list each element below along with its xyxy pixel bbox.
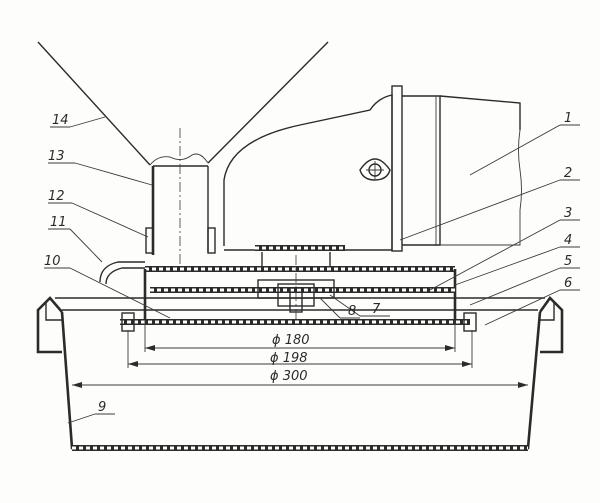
- dimension-labels: ϕ 180 ϕ 198 ϕ 300: [270, 333, 310, 384]
- callout-2: 2: [564, 166, 572, 181]
- callout-labels: 1 2 3 4 5 6 7 8 9 10 11 12 13 14: [44, 111, 572, 415]
- motor-housing: [223, 85, 522, 268]
- callout-11: 11: [50, 215, 67, 230]
- callout-7: 7: [372, 302, 381, 317]
- hopper: [37, 41, 329, 166]
- callout-3: 3: [564, 206, 572, 221]
- callout-8: 8: [348, 304, 356, 319]
- callout-4: 4: [564, 233, 572, 248]
- callout-10: 10: [44, 254, 61, 269]
- callout-14: 14: [52, 113, 69, 128]
- inner-chamber: [99, 255, 457, 325]
- dimension-300: ϕ 300: [270, 369, 308, 384]
- dimension-198: ϕ 198: [270, 351, 308, 366]
- callout-13: 13: [48, 149, 65, 164]
- callout-9: 9: [98, 400, 106, 415]
- callout-5: 5: [564, 254, 572, 269]
- outer-tank: [36, 295, 564, 451]
- dimension-lines: [72, 320, 528, 388]
- feed-tube: [145, 128, 216, 265]
- leader-lines: [44, 116, 580, 424]
- sieve-plate: [55, 297, 545, 332]
- dimension-180: ϕ 180: [272, 333, 310, 348]
- callout-6: 6: [564, 276, 572, 291]
- callout-12: 12: [48, 189, 65, 204]
- callout-1: 1: [564, 111, 572, 126]
